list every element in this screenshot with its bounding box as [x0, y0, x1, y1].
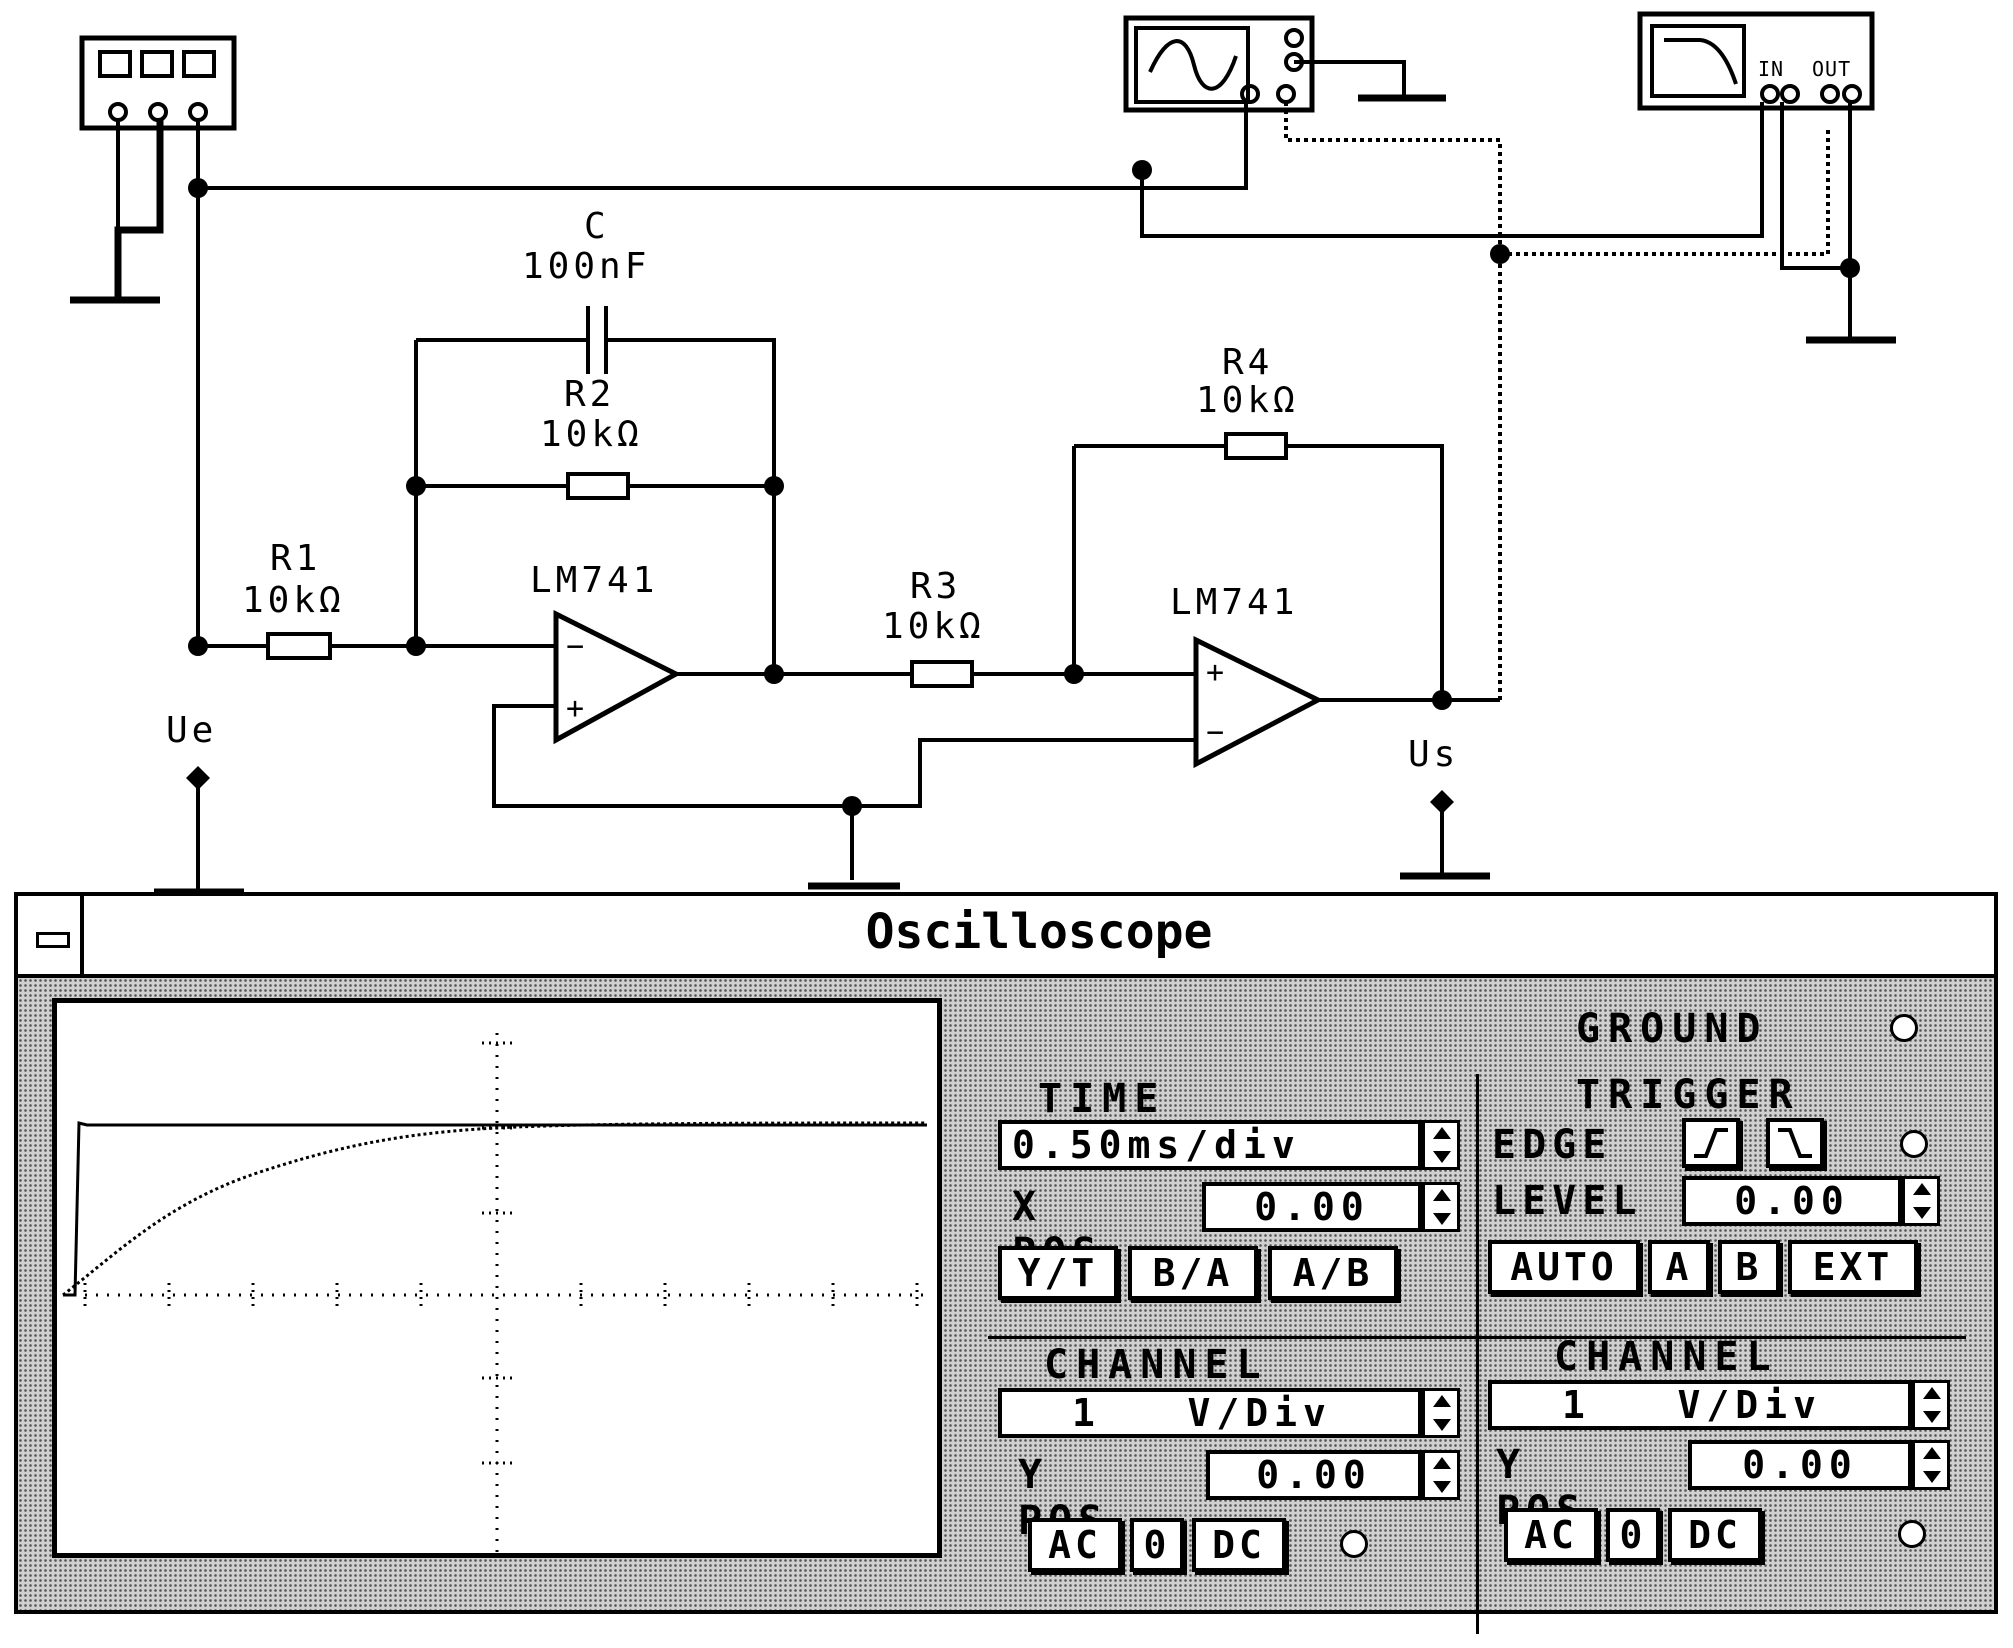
- opamp1-plus-sign: +: [566, 691, 588, 726]
- level-spinner[interactable]: [1902, 1176, 1940, 1226]
- trigger-terminal-icon[interactable]: [1900, 1130, 1928, 1158]
- r2-name: R2: [564, 374, 615, 415]
- r1-value: 10kΩ: [242, 580, 345, 621]
- falling-edge-button[interactable]: [1766, 1118, 1824, 1168]
- oscilloscope-client-area: GROUND TIME BASE 0.50ms/div X POS 0.00 Y…: [18, 978, 1994, 1634]
- opamp1-label: LM741: [530, 560, 658, 601]
- channel-b-dc-button[interactable]: DC: [1668, 1508, 1762, 1562]
- trigger-ext-button[interactable]: EXT: [1788, 1240, 1918, 1294]
- circuit-schematic: − + + − C 100nF R2 10kΩ R1 10kΩ LM741 R3…: [70, 11, 1896, 896]
- ground-terminal-icon[interactable]: [1890, 1014, 1918, 1042]
- channel-b-ypos-spinner[interactable]: [1912, 1440, 1950, 1490]
- oscilloscope-screen: [52, 998, 942, 1558]
- ba-mode-button[interactable]: B/A: [1128, 1246, 1258, 1300]
- capacitor-name: C: [584, 206, 610, 247]
- channel-a-ac-button[interactable]: AC: [1028, 1518, 1122, 1572]
- function-generator-icon[interactable]: [79, 35, 237, 131]
- output-node-label: Us: [1408, 734, 1459, 775]
- panel-divider-vertical: [1476, 1074, 1479, 1634]
- rising-edge-icon: [1694, 1128, 1728, 1158]
- opamp2-label: LM741: [1170, 582, 1298, 623]
- channel-a-ypos-field[interactable]: 0.00: [1206, 1450, 1422, 1500]
- channel-a-ypos-spinner[interactable]: [1422, 1450, 1460, 1500]
- trigger-b-button[interactable]: B: [1718, 1240, 1780, 1294]
- minus-icon: [36, 932, 70, 948]
- bode-in-label: IN: [1758, 57, 1784, 81]
- channel-b-ypos-field[interactable]: 0.00: [1688, 1440, 1912, 1490]
- level-label: LEVEL: [1492, 1178, 1643, 1224]
- auto-trigger-button[interactable]: AUTO: [1488, 1240, 1640, 1294]
- capacitor-value: 100nF: [522, 246, 650, 287]
- channel-a-zero-button[interactable]: 0: [1130, 1518, 1184, 1572]
- r4-value: 10kΩ: [1196, 380, 1299, 421]
- r1-name: R1: [270, 538, 321, 579]
- channel-b-terminal-icon[interactable]: [1898, 1520, 1926, 1548]
- channel-b-trace: [62, 1121, 928, 1297]
- channel-a-terminal-icon[interactable]: [1340, 1530, 1368, 1558]
- opamp2-minus-sign: −: [1206, 715, 1228, 750]
- r4-name: R4: [1222, 342, 1273, 383]
- channel-b-zero-button[interactable]: 0: [1606, 1508, 1660, 1562]
- ab-mode-button[interactable]: A/B: [1268, 1246, 1398, 1300]
- level-field[interactable]: 0.00: [1682, 1176, 1902, 1226]
- edge-label: EDGE: [1492, 1122, 1613, 1168]
- oscilloscope-instrument-icon[interactable]: [1123, 15, 1315, 113]
- time-base-field[interactable]: 0.50ms/div: [998, 1120, 1422, 1170]
- bode-plotter-icon[interactable]: [1637, 11, 1875, 111]
- x-pos-spinner[interactable]: [1422, 1182, 1460, 1232]
- opamp1-minus-sign: −: [566, 629, 588, 664]
- rising-edge-button[interactable]: [1682, 1118, 1740, 1168]
- bode-out-label: OUT: [1812, 57, 1851, 81]
- channel-a-scale-spinner[interactable]: [1422, 1388, 1460, 1438]
- yt-mode-button[interactable]: Y/T: [998, 1246, 1118, 1300]
- channel-b-scale-field[interactable]: 1 V/Div: [1488, 1380, 1912, 1430]
- trigger-header: TRIGGER: [1576, 1072, 1801, 1118]
- window-title: Oscilloscope: [865, 904, 1213, 960]
- channel-a-scale-field[interactable]: 1 V/Div: [998, 1388, 1422, 1438]
- x-pos-field[interactable]: 0.00: [1202, 1182, 1422, 1232]
- input-node-label: Ue: [166, 710, 217, 751]
- falling-edge-icon: [1778, 1128, 1812, 1158]
- time-base-spinner[interactable]: [1422, 1120, 1460, 1170]
- r3-name: R3: [910, 566, 961, 607]
- channel-a-trace: [63, 1121, 927, 1297]
- r3-value: 10kΩ: [882, 606, 985, 647]
- oscilloscope-window: Oscilloscope: [14, 892, 1998, 1634]
- trigger-a-button[interactable]: A: [1648, 1240, 1710, 1294]
- channel-b-scale-spinner[interactable]: [1912, 1380, 1950, 1430]
- r2-value: 10kΩ: [540, 414, 643, 455]
- system-menu-button[interactable]: [18, 896, 84, 974]
- channel-b-ac-button[interactable]: AC: [1504, 1508, 1598, 1562]
- ground-label: GROUND: [1576, 1006, 1769, 1052]
- panel-divider-horizontal: [988, 1336, 1966, 1339]
- channel-a-dc-button[interactable]: DC: [1192, 1518, 1286, 1572]
- title-bar[interactable]: Oscilloscope: [18, 896, 1994, 978]
- opamp2-plus-sign: +: [1206, 655, 1228, 690]
